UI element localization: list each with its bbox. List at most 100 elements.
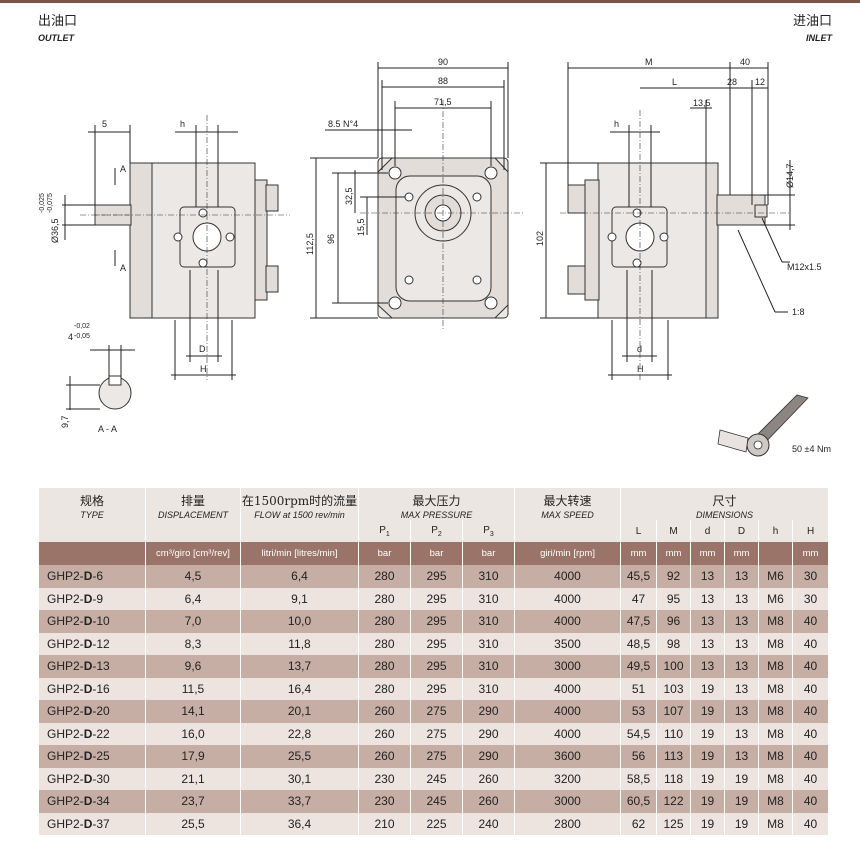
unit-cell: mm xyxy=(724,542,760,565)
value-cell: 62 xyxy=(620,812,658,835)
value-cell: 25,5 xyxy=(240,745,359,768)
dim-112-5: 112,5 xyxy=(305,233,315,255)
type-cell: GHP2-D-9 xyxy=(38,587,146,610)
type-cell: GHP2-D-12 xyxy=(38,632,146,655)
unit-cell: bar xyxy=(461,542,516,565)
torque-wrench-icon xyxy=(717,394,809,457)
value-cell: 290 xyxy=(461,745,516,768)
value-cell: M8 xyxy=(758,677,794,700)
dim-key-tol-lo: -0,05 xyxy=(74,333,90,340)
value-cell: 113 xyxy=(656,745,692,768)
value-cell: 3500 xyxy=(514,632,622,655)
value-cell: M8 xyxy=(758,655,794,678)
right-shaft-thread xyxy=(754,204,768,218)
unit-cell: giri/min [rpm] xyxy=(514,542,622,565)
value-cell: 8,3 xyxy=(145,632,241,655)
value-cell: 36,4 xyxy=(240,812,359,835)
section-a-top: A xyxy=(120,164,126,174)
value-cell: 310 xyxy=(461,677,516,700)
value-cell: 19 xyxy=(724,812,760,835)
value-cell: 295 xyxy=(410,677,463,700)
value-cell: M8 xyxy=(758,610,794,633)
value-cell: 290 xyxy=(461,722,516,745)
col-D: D xyxy=(724,520,760,542)
value-cell: 4000 xyxy=(514,677,622,700)
value-cell: 11,5 xyxy=(145,677,241,700)
value-cell: 25,5 xyxy=(145,812,241,835)
value-cell: 4,5 xyxy=(145,565,241,588)
type-cell: GHP2-D-37 xyxy=(38,812,146,835)
dim-d: d xyxy=(637,344,642,354)
value-cell: 122 xyxy=(656,790,692,813)
unit-cell xyxy=(38,542,146,565)
value-cell: 47 xyxy=(620,587,658,610)
value-cell: 40 xyxy=(792,632,830,655)
dim-shaft-tol-lo: -0,075 xyxy=(47,193,54,213)
value-cell: 19 xyxy=(724,767,760,790)
dim-13-5: 13,5 xyxy=(693,98,711,108)
value-cell: 295 xyxy=(410,655,463,678)
value-cell: 30 xyxy=(792,587,830,610)
dim-H-left: H xyxy=(200,364,207,374)
right-rear-cover xyxy=(584,179,600,301)
inlet-label-en: INLET xyxy=(806,33,832,43)
type-cell: GHP2-D-16 xyxy=(38,677,146,700)
value-cell: 2800 xyxy=(514,812,622,835)
value-cell: 4000 xyxy=(514,610,622,633)
value-cell: 310 xyxy=(461,655,516,678)
value-cell: 14,1 xyxy=(145,700,241,723)
value-cell: 4000 xyxy=(514,565,622,588)
dim-96: 96 xyxy=(326,234,336,244)
right-flange xyxy=(705,162,719,319)
dim-h-left: h xyxy=(180,119,185,129)
type-cell: GHP2-D-20 xyxy=(38,700,146,723)
value-cell: 30,1 xyxy=(240,767,359,790)
section-a-bottom: A xyxy=(120,263,126,273)
dim-M: M xyxy=(645,57,653,67)
value-cell: 54,5 xyxy=(620,722,658,745)
value-cell: 230 xyxy=(358,790,411,813)
value-cell: 275 xyxy=(410,745,463,768)
col-p2: P2 xyxy=(410,520,463,542)
col-h: h xyxy=(758,520,794,542)
value-cell: 40 xyxy=(792,722,830,745)
value-cell: 260 xyxy=(461,790,516,813)
value-cell: 13 xyxy=(724,655,760,678)
left-view: 5 h A A Ø36,5 -0,025 -0,075 D H 4 -0,02 … xyxy=(39,115,290,434)
value-cell: 290 xyxy=(461,700,516,723)
col-p1: P1 xyxy=(358,520,411,542)
value-cell: 260 xyxy=(358,722,411,745)
dim-14-7: Ø14,7 xyxy=(785,163,795,188)
col-M: M xyxy=(656,520,692,542)
value-cell: 48,5 xyxy=(620,632,658,655)
value-cell: M8 xyxy=(758,722,794,745)
value-cell: 107 xyxy=(656,700,692,723)
dim-key-tol-hi: -0,02 xyxy=(74,323,90,330)
value-cell: 9,6 xyxy=(145,655,241,678)
left-flange xyxy=(129,162,153,319)
value-cell: 19 xyxy=(724,790,760,813)
torque-label: 50 ±4 Nm xyxy=(792,444,831,454)
value-cell: 6,4 xyxy=(240,565,359,588)
outlet-label-en: OUTLET xyxy=(38,33,74,43)
technical-drawing: 5 h A A Ø36,5 -0,025 -0,075 D H 4 -0,02 … xyxy=(39,57,831,457)
value-cell: 19 xyxy=(690,677,726,700)
taper-label: 1:8 xyxy=(792,307,805,317)
value-cell: 13 xyxy=(724,632,760,655)
value-cell: 13 xyxy=(724,700,760,723)
value-cell: 92 xyxy=(656,565,692,588)
value-cell: 56 xyxy=(620,745,658,768)
dim-5: 5 xyxy=(102,119,107,129)
value-cell: 40 xyxy=(792,655,830,678)
value-cell: 33,7 xyxy=(240,790,359,813)
value-cell: 125 xyxy=(656,812,692,835)
value-cell: 53 xyxy=(620,700,658,723)
outlet-label: 出油口 OUTLET xyxy=(38,10,77,43)
dim-shaft-dia: Ø36,5 xyxy=(50,218,60,243)
